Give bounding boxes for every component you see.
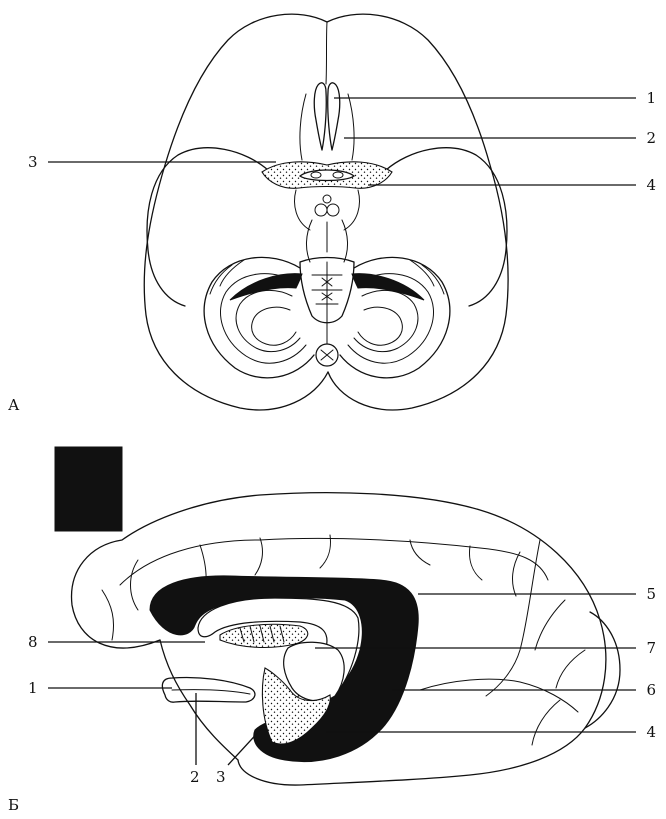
callout-a-1: 1 — [646, 89, 656, 107]
callout-b-5: 5 — [646, 585, 656, 603]
callout-b-6: 6 — [646, 681, 656, 699]
pons-striations — [312, 262, 342, 345]
left-temporal-lobe — [147, 148, 268, 306]
callout-b-8: 8 — [28, 633, 38, 651]
ventricle-stipple — [220, 624, 308, 647]
longitudinal-fissure — [326, 22, 327, 84]
panel-b-medial-brain: 5 8 7 6 1 4 2 3 Б — [8, 447, 656, 814]
temporal-lower-outline — [160, 640, 238, 760]
callout-b-2: 2 — [190, 768, 200, 786]
olfactory-tract-line — [172, 690, 250, 694]
callout-a-4: 4 — [646, 176, 656, 194]
thalamus — [284, 642, 345, 701]
parieto-occipital-sulcus — [486, 540, 540, 696]
black-block — [55, 447, 122, 531]
gyrus-rectus-right — [348, 94, 354, 160]
right-temporal-lobe — [386, 148, 507, 306]
right-hemisphere-outline — [327, 14, 508, 410]
callout-b-3: 3 — [216, 768, 226, 786]
mammillary-body-left — [315, 204, 327, 216]
panel-label-b: Б — [8, 796, 19, 814]
cerebral-peduncles — [306, 220, 347, 262]
callout-a-3: 3 — [28, 153, 38, 171]
left-olfactory-tract — [314, 83, 326, 150]
mammillary-body-right — [327, 204, 339, 216]
callout-b-7: 7 — [646, 639, 656, 657]
panel-label-a: А — [8, 396, 20, 414]
panel-a-basal-brain: 1 2 3 4 А — [8, 14, 656, 414]
optic-chiasm — [300, 170, 354, 181]
tuber-cinereum — [323, 195, 331, 203]
calcarine-sulcus — [420, 679, 578, 712]
gyrus-rectus-left — [300, 94, 306, 160]
callout-a-2: 2 — [646, 129, 656, 147]
callout-b-4: 4 — [646, 723, 656, 741]
callout-b-1: 1 — [28, 679, 38, 697]
right-olfactory-tract — [328, 83, 340, 150]
